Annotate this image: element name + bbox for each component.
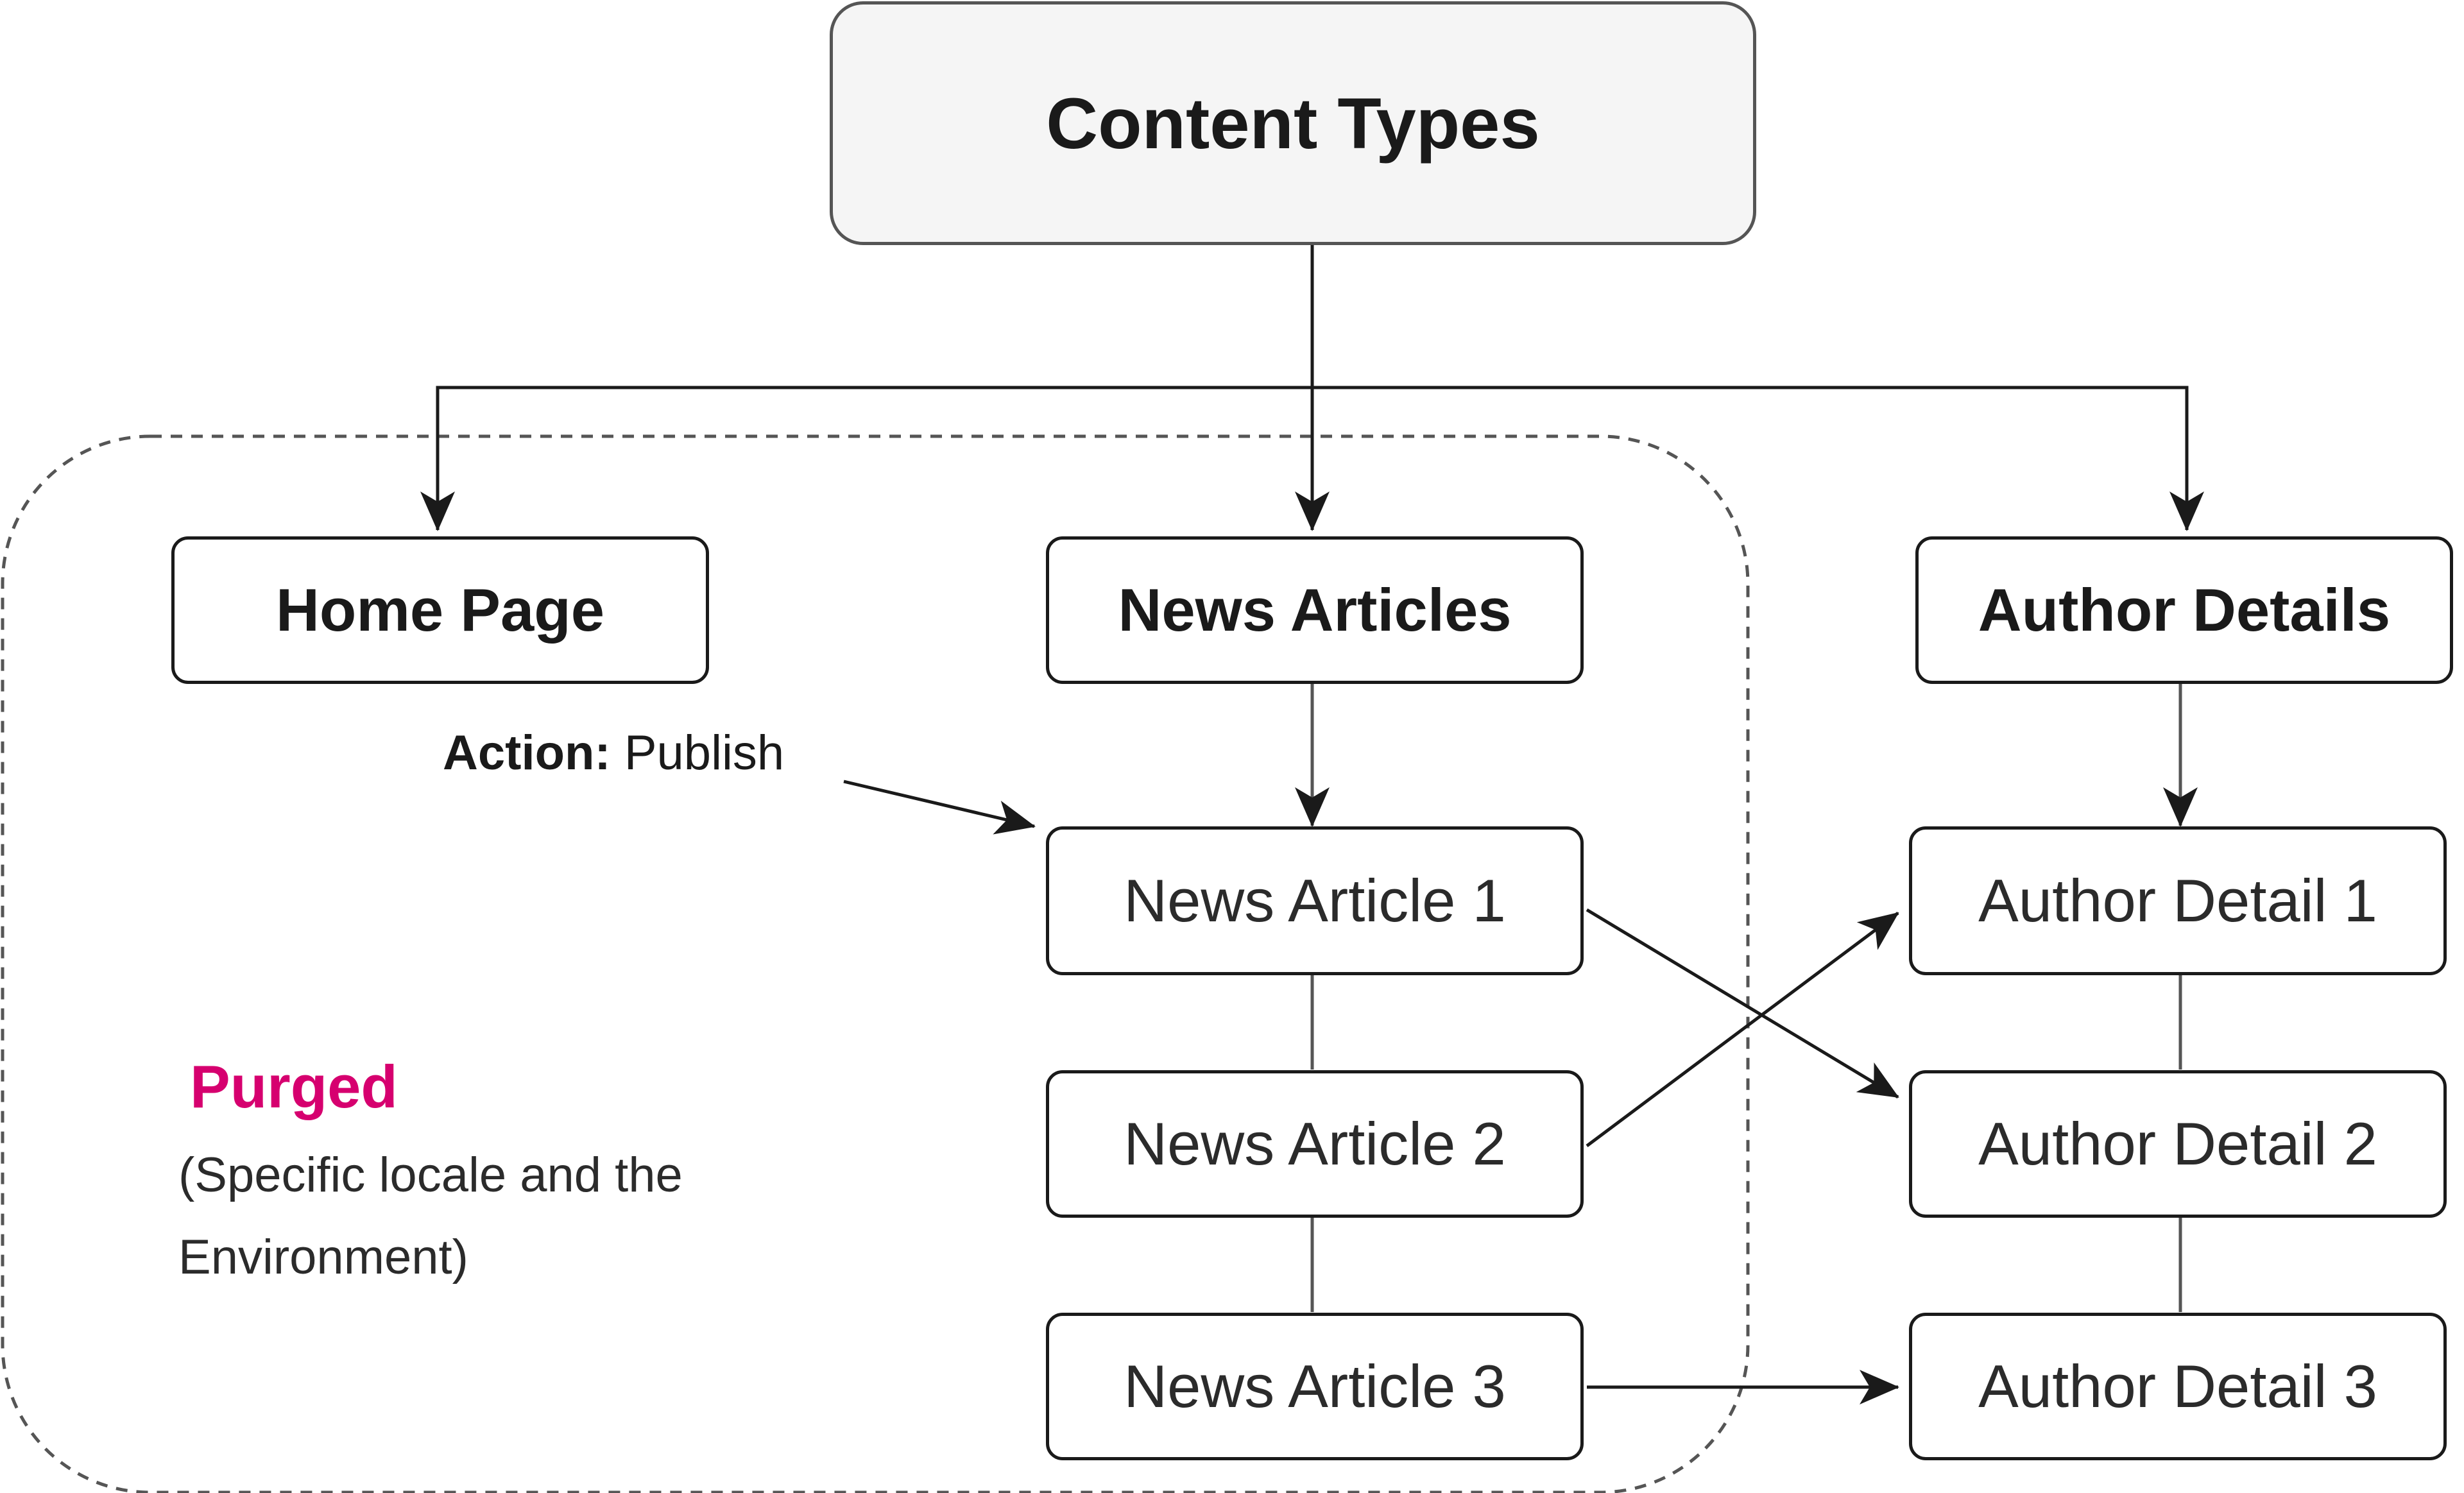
edge-action-to-news-article-1	[843, 780, 1036, 835]
edge-content-types-to-author-details	[1312, 386, 2204, 531]
purged-group-boundary	[1, 434, 1750, 1493]
home-page-node[interactable]: Home Page	[171, 536, 709, 684]
edge-news-article-2-to-author-detail-1	[1586, 911, 1899, 1148]
author-detail-2-label: Author Detail 2	[1978, 1110, 2377, 1177]
author-detail-3-label: Author Detail 3	[1978, 1352, 2377, 1420]
action-value: Publish	[610, 726, 785, 780]
author-detail-1-label: Author Detail 1	[1978, 867, 2377, 934]
news-article-3-label: News Article 3	[1124, 1352, 1506, 1420]
home-page-label: Home Page	[276, 576, 604, 644]
edge-content-types-to-home-page	[420, 386, 1312, 531]
action-key: Action:	[443, 726, 611, 780]
news-articles-label: News Articles	[1118, 576, 1512, 644]
purged-title: Purged	[190, 1053, 398, 1120]
news-articles-node[interactable]: News Articles	[1046, 536, 1584, 684]
author-detail-1-node[interactable]: Author Detail 1	[1909, 826, 2447, 975]
news-article-3-node[interactable]: News Article 3	[1046, 1313, 1584, 1460]
edge-news-article-1-to-author-detail-2	[1586, 908, 1899, 1099]
content-types-node[interactable]: Content Types	[830, 1, 1756, 245]
purged-note: (Specific locale and the Environment)	[178, 1148, 683, 1284]
action-label: Action: Publish	[443, 725, 784, 781]
news-article-1-node[interactable]: News Article 1	[1046, 826, 1584, 975]
author-details-node[interactable]: Author Details	[1915, 536, 2453, 684]
news-article-1-label: News Article 1	[1124, 867, 1506, 934]
author-detail-2-node[interactable]: Author Detail 2	[1909, 1070, 2447, 1218]
news-article-2-node[interactable]: News Article 2	[1046, 1070, 1584, 1218]
content-types-label: Content Types	[1046, 83, 1540, 164]
author-details-label: Author Details	[1978, 576, 2391, 644]
author-detail-3-node[interactable]: Author Detail 3	[1909, 1313, 2447, 1460]
news-article-2-label: News Article 2	[1124, 1110, 1506, 1177]
